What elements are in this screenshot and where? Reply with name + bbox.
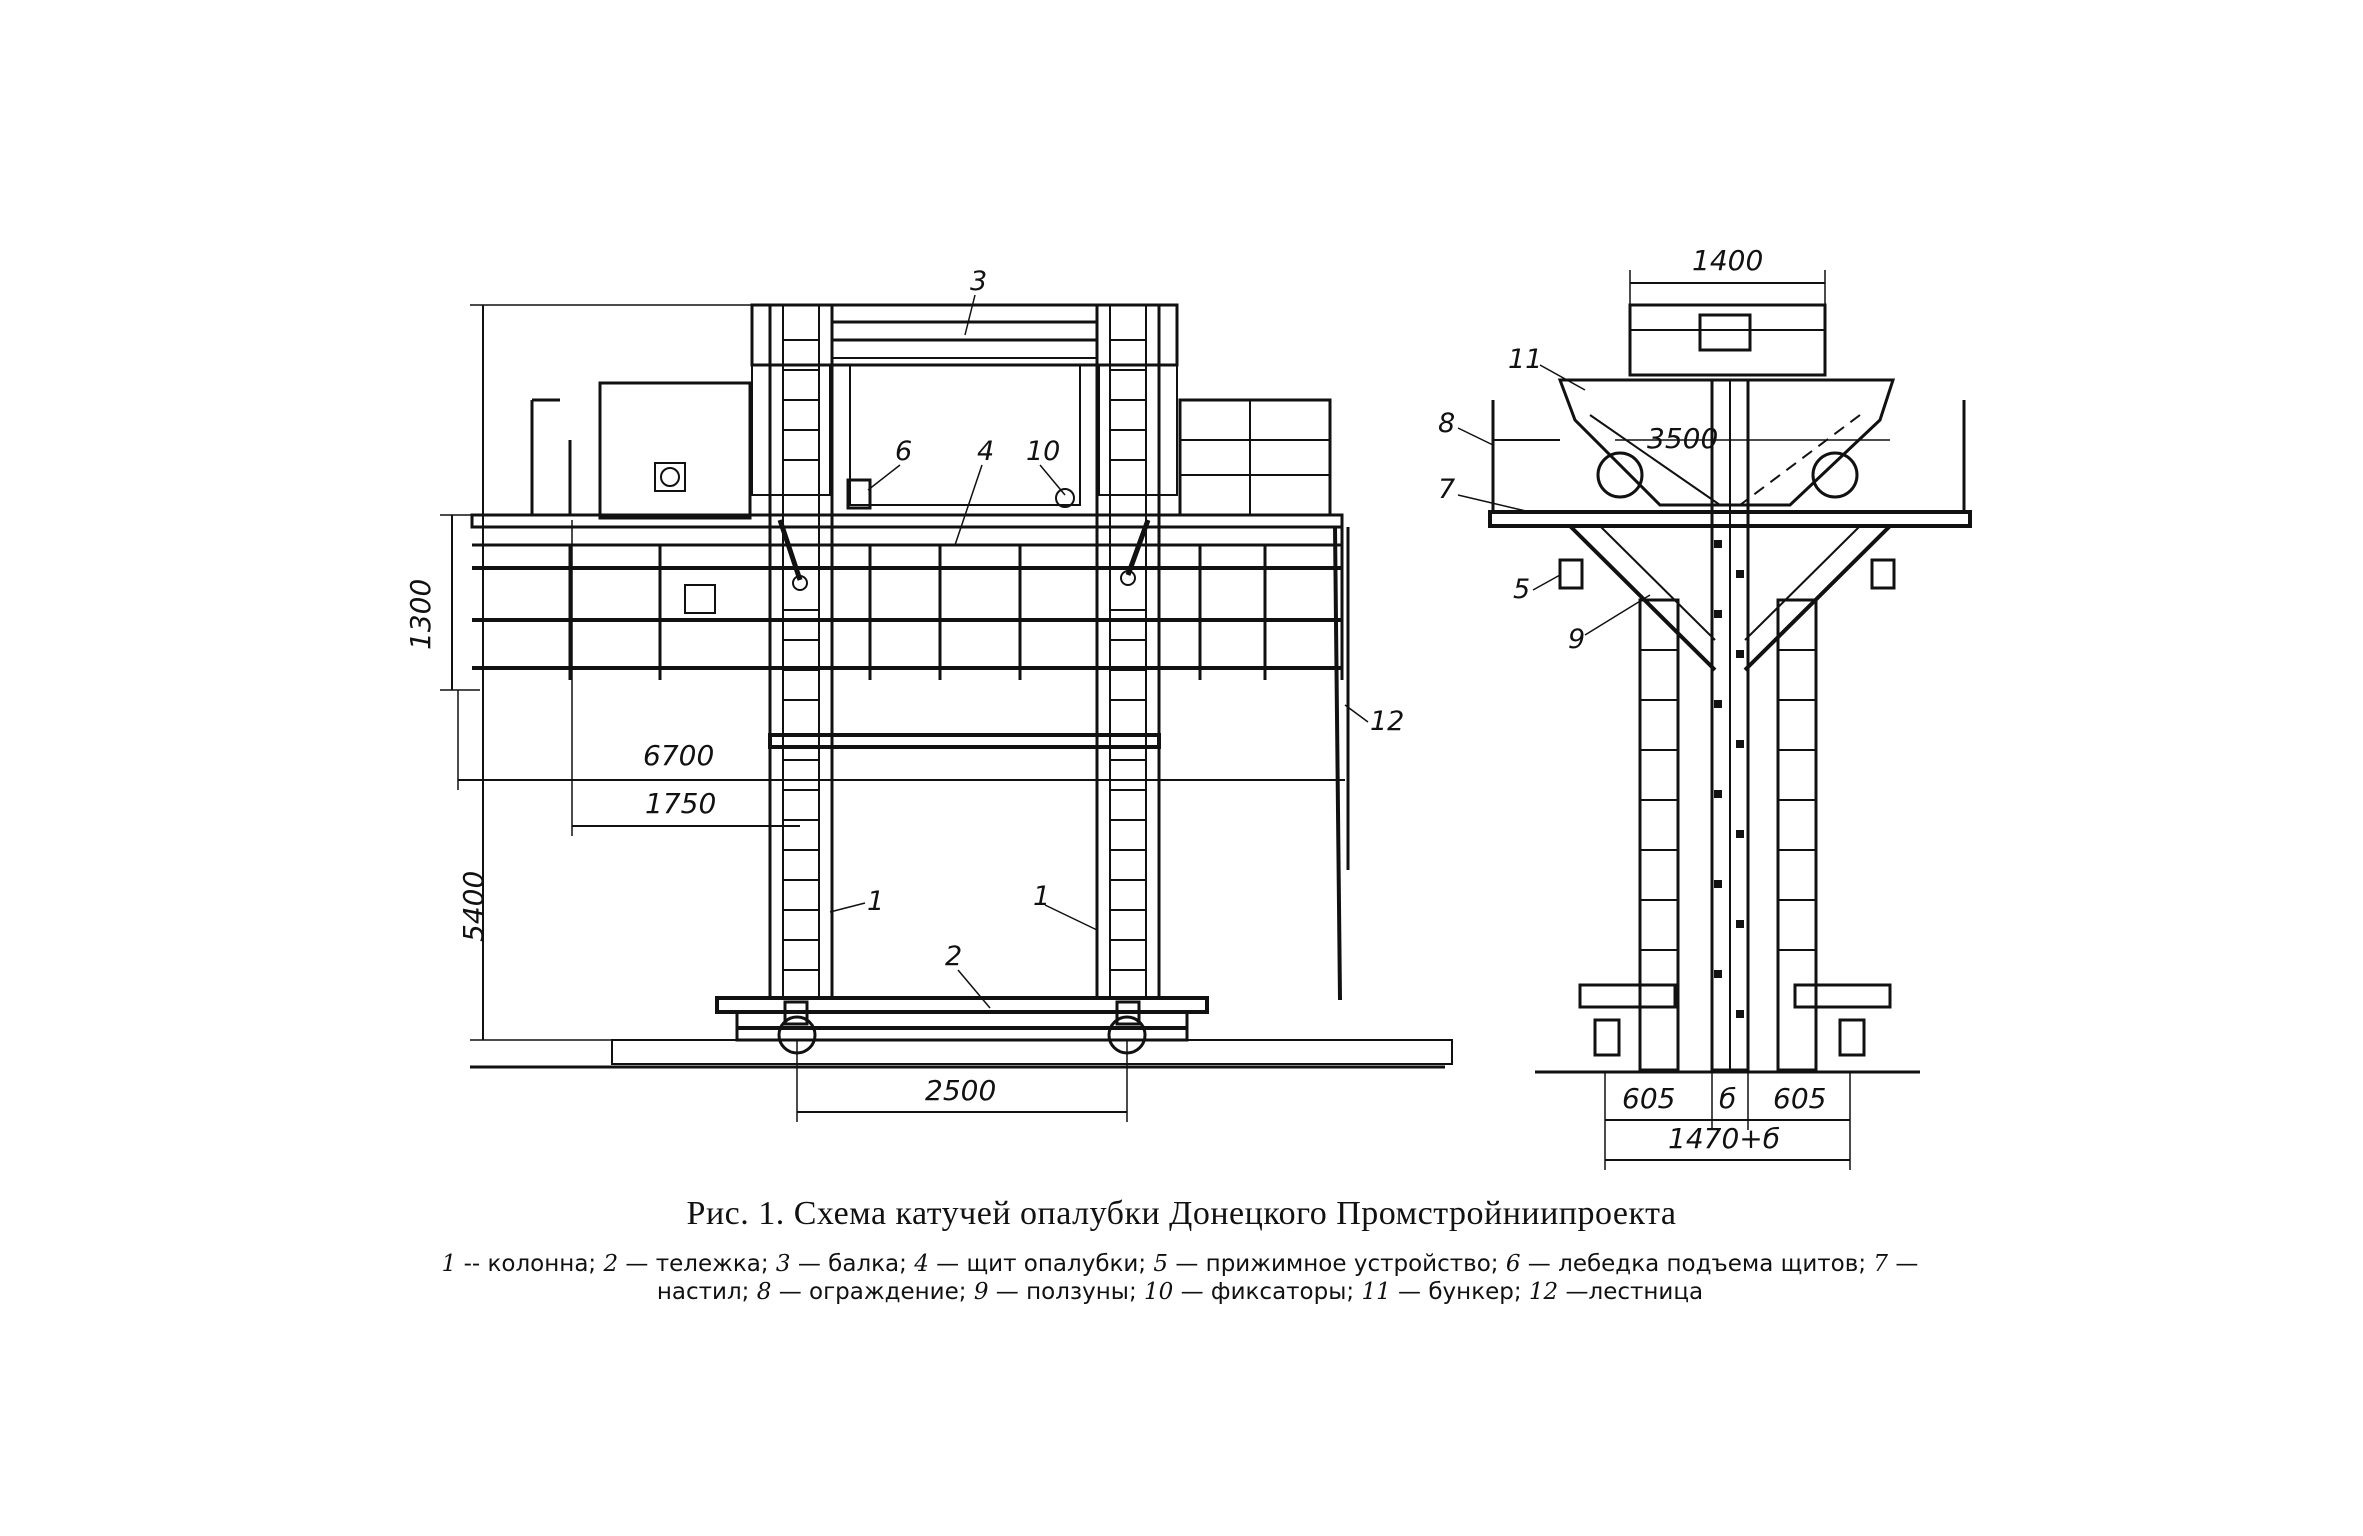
callout-7: 7 bbox=[1438, 474, 1455, 505]
hopper bbox=[1557, 378, 1896, 507]
legend-item-1: 1 -- колонна; bbox=[441, 1251, 604, 1277]
legend-item-7: 7 — настил; bbox=[656, 1251, 1919, 1305]
callout-4: 4 bbox=[977, 436, 994, 467]
dimension-1300: 1300 bbox=[404, 579, 437, 650]
legend-item-11: 11 — бункер; bbox=[1361, 1279, 1529, 1305]
callout-8: 8 bbox=[1438, 408, 1455, 439]
guard-rail-right bbox=[1178, 398, 1332, 517]
left-column bbox=[768, 303, 834, 1000]
dimension-5400: 5400 bbox=[457, 871, 490, 942]
right-column bbox=[1095, 303, 1161, 1000]
legend-item-6: 6 — лебедка подъема щитов; bbox=[1505, 1251, 1874, 1277]
legend-item-4: 4 — щит опалубки; bbox=[914, 1251, 1154, 1277]
guard-rail-left bbox=[530, 398, 572, 515]
dimension-1750: 1750 bbox=[645, 787, 716, 820]
callout-3: 3 bbox=[970, 266, 987, 297]
figure-caption-title: Рис. 1. Схема катучей опалубки Донецкого… bbox=[686, 1195, 1677, 1232]
dimension-1400: 1400 bbox=[1692, 244, 1763, 277]
dimension-3500: 3500 bbox=[1647, 422, 1718, 455]
central-column bbox=[1710, 378, 1750, 1072]
legend-item-2: 2 — тележка; bbox=[603, 1251, 776, 1277]
side-view: 1400 3500 605 б 605 1470+б 11 8 7 5 9 bbox=[1438, 244, 1972, 1170]
ladder bbox=[1333, 526, 1350, 1001]
callout-1-right: 1 bbox=[1033, 881, 1050, 912]
legend-item-3: 3 — балка; bbox=[775, 1251, 915, 1277]
dimension-delta: б bbox=[1719, 1082, 1736, 1115]
dimension-605-left: 605 bbox=[1622, 1082, 1675, 1115]
legend-item-12: 12 —лестница bbox=[1528, 1279, 1704, 1305]
legend-item-9: 9 — ползуны; bbox=[973, 1279, 1145, 1305]
callout-9: 9 bbox=[1568, 624, 1585, 655]
figure-legend: 1 -- колонна; 2 — тележка; 3 — балка; 4 … bbox=[420, 1250, 1940, 1306]
winch bbox=[598, 381, 1151, 614]
dimension-605-right: 605 bbox=[1773, 1082, 1826, 1115]
legend-item-5: 5 — прижимное устройство; bbox=[1153, 1251, 1506, 1277]
callout-11: 11 bbox=[1508, 344, 1542, 375]
formwork-shield bbox=[470, 513, 1344, 749]
dimension-6700: 6700 bbox=[643, 739, 714, 772]
callout-5: 5 bbox=[1513, 574, 1530, 605]
callout-12: 12 bbox=[1370, 706, 1404, 737]
legend-item-10: 10 — фиксаторы; bbox=[1144, 1279, 1362, 1305]
dimension-2500: 2500 bbox=[925, 1074, 996, 1107]
callout-6: 6 bbox=[895, 436, 912, 467]
dimension-1470: 1470+б bbox=[1668, 1122, 1780, 1155]
front-view: 5400 1300 6700 1750 2500 3 6 4 10 12 1 1 bbox=[404, 266, 1453, 1122]
trolley bbox=[715, 996, 1209, 1055]
legend-item-8: 8 — ограждение; bbox=[756, 1279, 974, 1305]
callout-10: 10 bbox=[1026, 436, 1060, 467]
top-beam bbox=[750, 303, 1179, 506]
callout-2: 2 bbox=[945, 941, 962, 972]
callout-1-left: 1 bbox=[867, 886, 884, 917]
